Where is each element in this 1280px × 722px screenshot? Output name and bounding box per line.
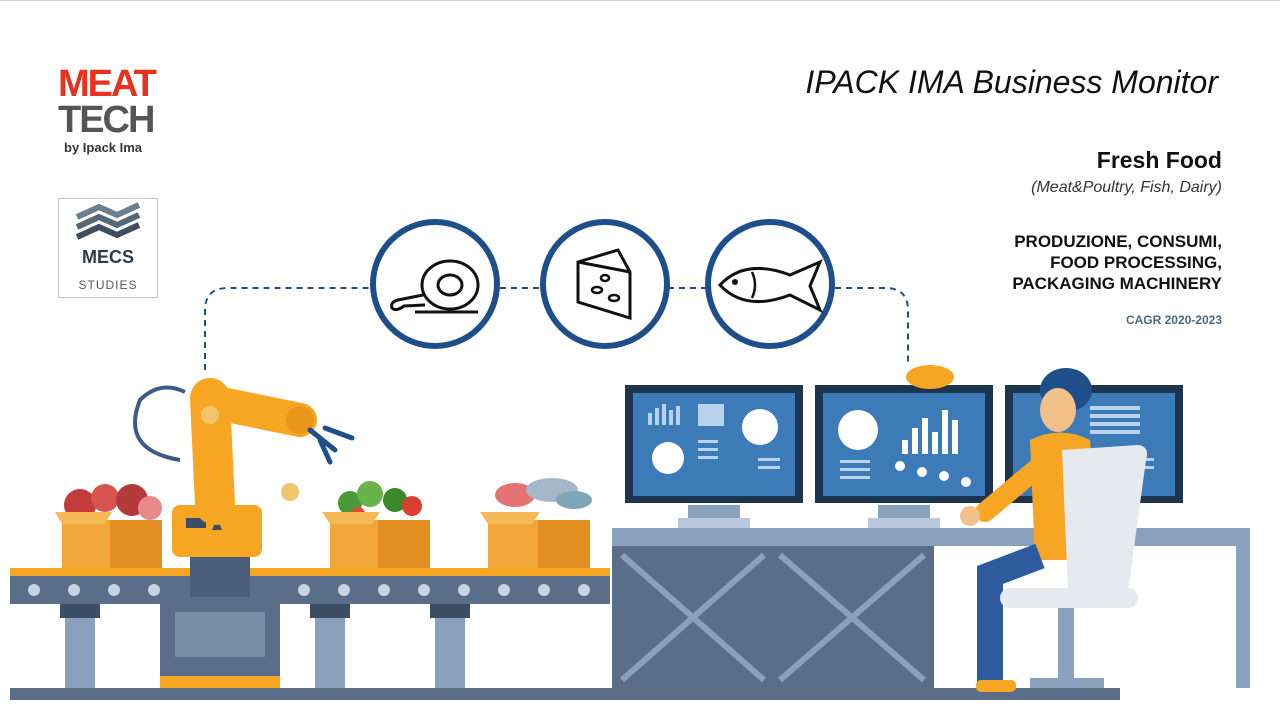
meat-icon	[370, 219, 500, 349]
subtitle-detail: (Meat&Poultry, Fish, Dairy)	[1031, 179, 1222, 196]
page-title: IPACK IMA Business Monitor	[805, 64, 1218, 100]
meattech-logo-byline: by Ipack Ima	[64, 140, 143, 155]
conveyor-belt	[10, 568, 1120, 700]
mecs-logo-name: MECS	[81, 247, 134, 267]
section-heading-line: PRODUZIONE, CONSUMI,	[1014, 232, 1222, 251]
meattech-logo-line1: MEAT	[58, 63, 157, 105]
section-heading: PRODUZIONE, CONSUMI, FOOD PROCESSING, PA…	[892, 231, 1222, 294]
subtitle: Fresh Food	[1096, 147, 1222, 173]
monitor-center	[815, 365, 993, 528]
cheese-icon	[540, 219, 670, 349]
fish-icon	[705, 219, 835, 349]
mecs-waves-icon	[75, 202, 141, 240]
box-fish	[480, 478, 592, 568]
period-label: CAGR 2020-2023	[1125, 313, 1222, 327]
section-heading-line: FOOD PROCESSING,	[1050, 253, 1222, 272]
monitor-left	[625, 385, 803, 528]
section-heading-line: PACKAGING MACHINERY	[1012, 274, 1222, 293]
desk	[612, 528, 1250, 688]
mecs-logo-sub: STUDIES	[78, 278, 138, 292]
box-vegetables	[322, 481, 430, 568]
top-divider	[0, 0, 1280, 1]
meattech-logo-line2: TECH	[58, 99, 155, 141]
box-meat	[55, 484, 162, 568]
meattech-logo: MEAT TECH by Ipack Ima	[58, 63, 170, 166]
chair	[1000, 445, 1147, 688]
robot-arm	[133, 378, 355, 690]
mecs-logo: MECS STUDIES	[58, 198, 158, 298]
dashed-connector	[204, 287, 909, 370]
